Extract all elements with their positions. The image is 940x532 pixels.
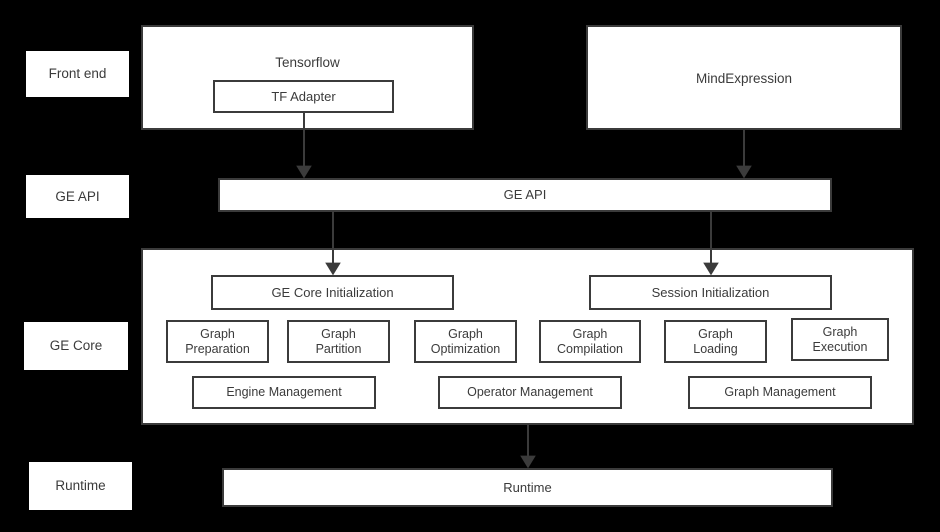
tensorflow-panel [141,25,474,130]
session-initialization-box[interactable]: Session Initialization [589,275,832,310]
tensorflow-title: Tensorflow [275,55,340,70]
ge-core-initialization-box[interactable]: GE Core Initialization [211,275,454,310]
tf-adapter-box[interactable]: TF Adapter [213,80,394,113]
engine-management-box[interactable]: Engine Management [192,376,376,409]
ge-api-bar[interactable]: GE API [218,178,832,212]
stage-label-front-end: Front end [26,51,129,97]
stage-label-ge-api: GE API [26,175,129,218]
operator-management-box[interactable]: Operator Management [438,376,622,409]
mindexpression-panel [586,25,902,130]
graph-partition-box[interactable]: Graph Partition [287,320,390,363]
graph-management-box[interactable]: Graph Management [688,376,872,409]
graph-loading-box[interactable]: Graph Loading [664,320,767,363]
stage-label-ge-core: GE Core [24,322,128,370]
graph-execution-box[interactable]: Graph Execution [791,318,889,361]
graph-optimization-box[interactable]: Graph Optimization [414,320,517,363]
mindexpression-title: MindExpression [695,71,793,86]
graph-compilation-box[interactable]: Graph Compilation [539,320,641,363]
graph-preparation-box[interactable]: Graph Preparation [166,320,269,363]
stage-label-runtime: Runtime [29,462,132,510]
runtime-bar[interactable]: Runtime [222,468,833,507]
